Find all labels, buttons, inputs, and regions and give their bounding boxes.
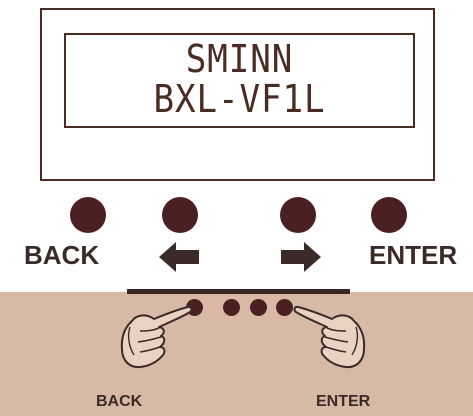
illustration-right-button bbox=[250, 299, 267, 316]
arrow-right-icon bbox=[281, 242, 321, 272]
panel-divider bbox=[127, 289, 350, 294]
illustration-enter-label: ENTER bbox=[316, 393, 370, 411]
back-button[interactable] bbox=[70, 197, 106, 233]
right-button[interactable] bbox=[280, 197, 316, 233]
left-button[interactable] bbox=[162, 197, 198, 233]
illustration-back-label: BACK bbox=[96, 393, 142, 411]
lcd-line-2: BXL-VF1L bbox=[83, 79, 395, 119]
enter-button[interactable] bbox=[371, 197, 407, 233]
lcd-line-1: SMINN bbox=[83, 39, 395, 79]
illustration-left-button bbox=[223, 299, 240, 316]
left-pointing-hand-icon bbox=[110, 300, 200, 375]
right-pointing-hand-icon bbox=[286, 300, 376, 375]
back-label: BACK bbox=[24, 241, 99, 269]
lcd-screen: SMINN BXL-VF1L bbox=[64, 33, 415, 128]
arrow-left-icon bbox=[159, 242, 199, 272]
enter-label: ENTER bbox=[369, 241, 457, 269]
